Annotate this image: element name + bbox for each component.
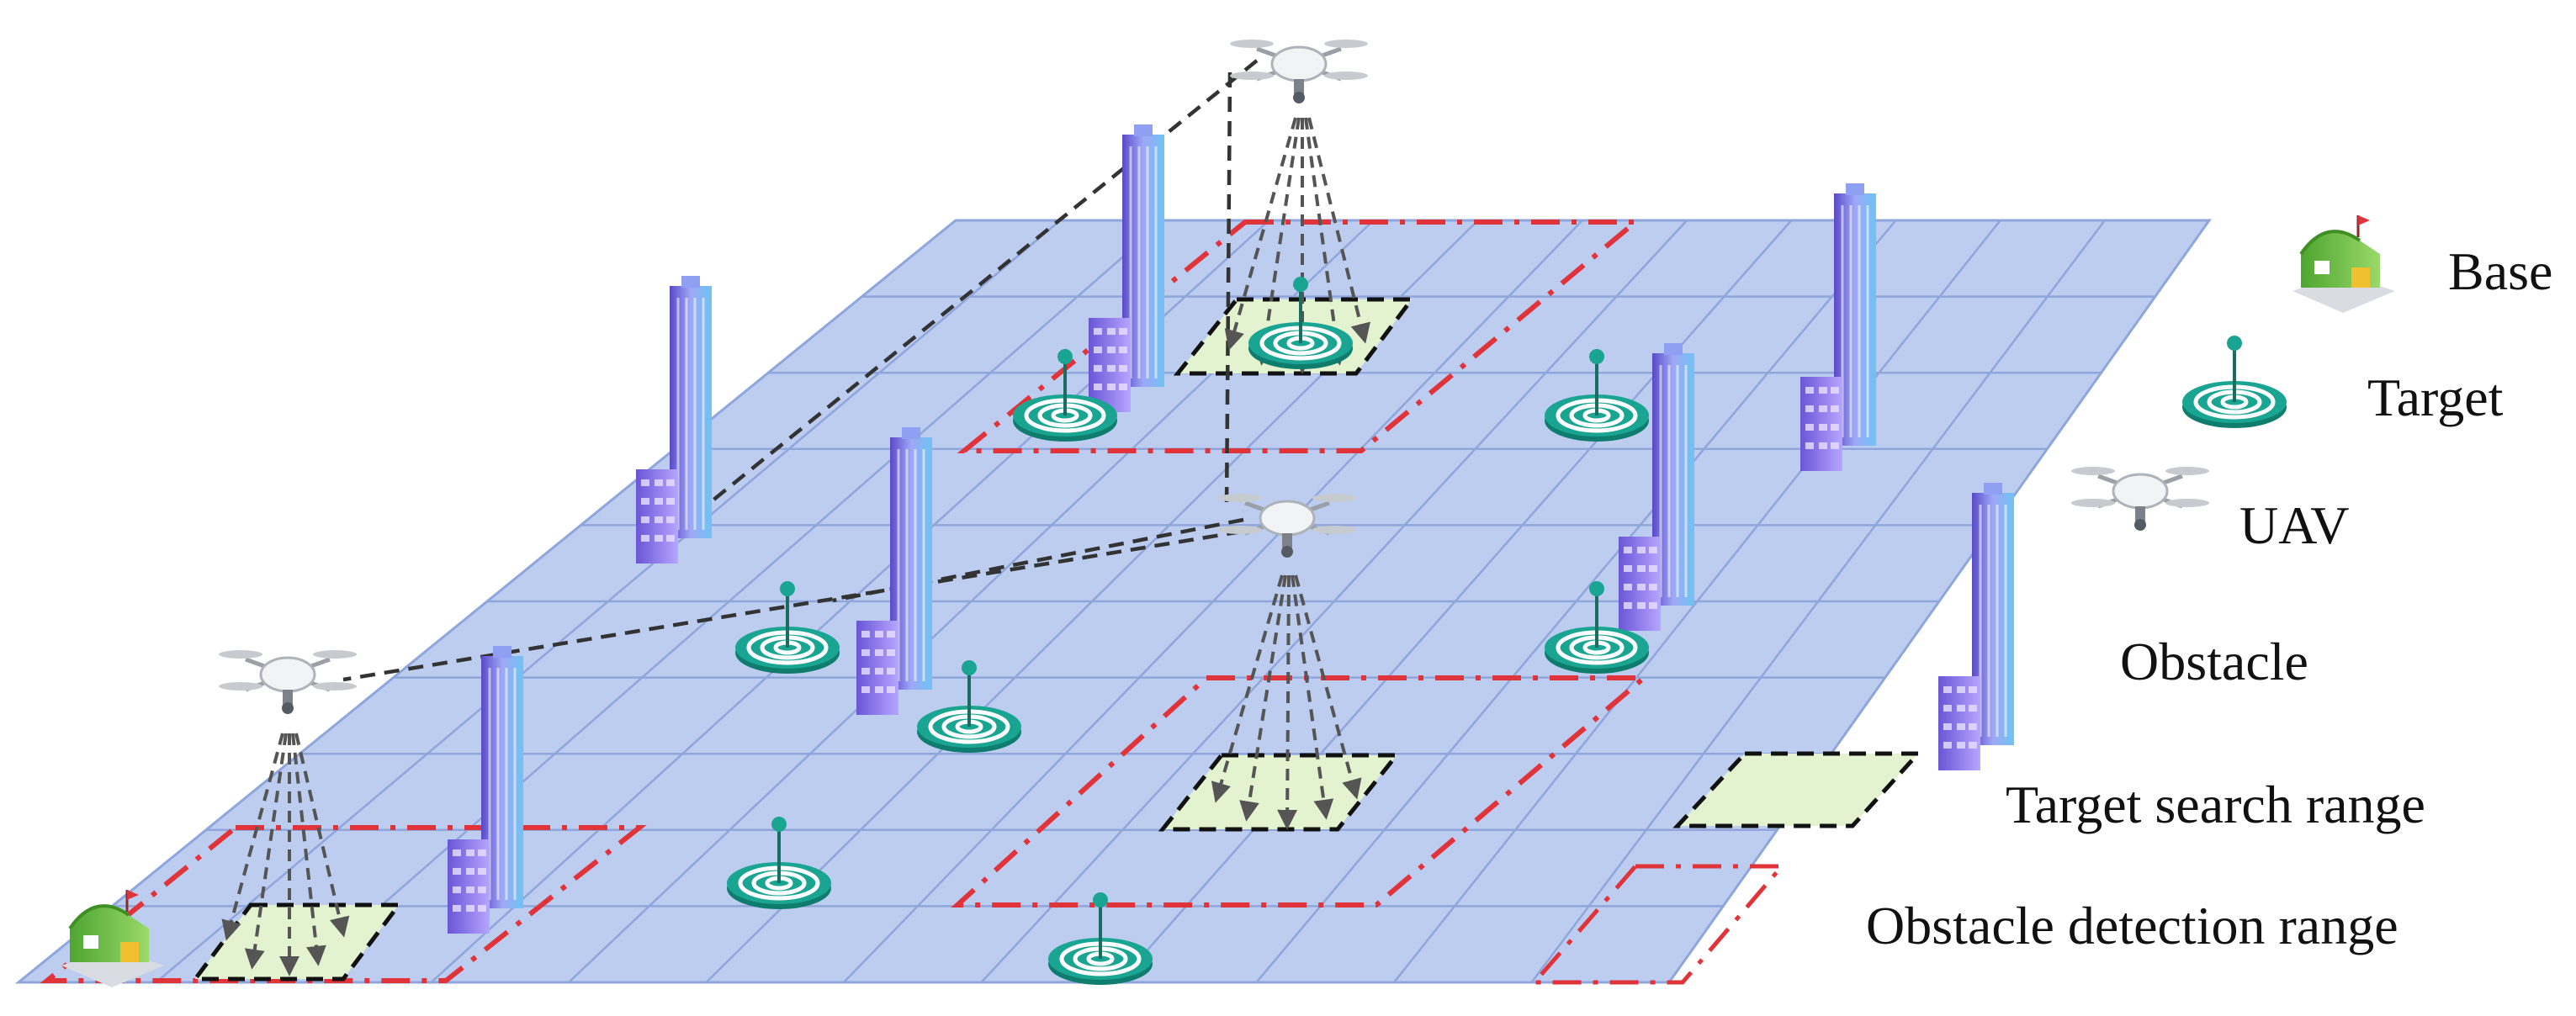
target-icon [2182,336,2287,428]
obstacle-range-mid [951,675,1651,908]
legend-label-obstacle-detection-range: Obstacle detection range [1866,896,2398,955]
drone-icon [219,650,357,714]
legend-label-uav: UAV [2239,495,2349,555]
legend-search-range-swatch [1672,751,1923,828]
building-icon [634,274,713,565]
drone-icon [2071,467,2209,531]
legend-label-base: Base [2448,241,2552,301]
obstacle-range-top [957,220,1643,453]
drone-icon [1230,40,1368,103]
search-range-mid [1158,753,1402,832]
legend: Base Target UAV Obstacle Target search r… [1529,214,2552,985]
legend-label-target: Target [2367,368,2504,427]
legend-obstacle-range-swatch [1529,864,1787,985]
legend-label-target-search-range: Target search range [2006,775,2425,834]
legend-label-obstacle: Obstacle [2120,632,2308,691]
house-icon [2291,214,2397,315]
sensing-arrows [221,117,1370,976]
